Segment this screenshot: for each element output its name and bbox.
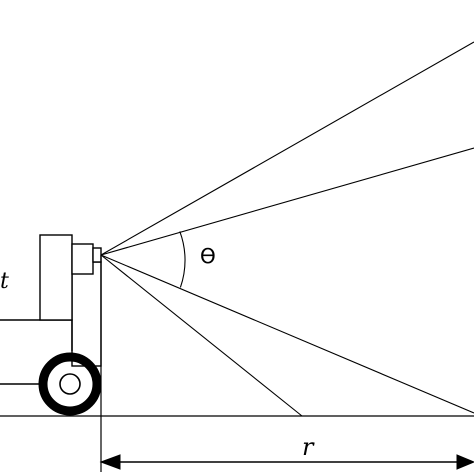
ray-bottom-near (100, 254, 303, 417)
angle-label: ϴ (200, 244, 216, 268)
height-label: t (0, 269, 9, 294)
vehicle-body (0, 319, 73, 385)
angle-arc (179, 231, 186, 288)
wheel-hub (59, 373, 81, 395)
range-label: r (302, 433, 315, 461)
wheel-tire (38, 352, 102, 416)
ray-bottom-far (100, 254, 474, 414)
sensor-lens (92, 247, 102, 263)
sensor-mast (71, 261, 102, 367)
sensor-head (71, 243, 94, 275)
sensor-housing (39, 234, 73, 321)
ray-top-inner (100, 147, 474, 256)
range-arrow-right (456, 454, 474, 470)
ray-top-outer (100, 41, 474, 256)
range-arrow-left (99, 454, 121, 470)
